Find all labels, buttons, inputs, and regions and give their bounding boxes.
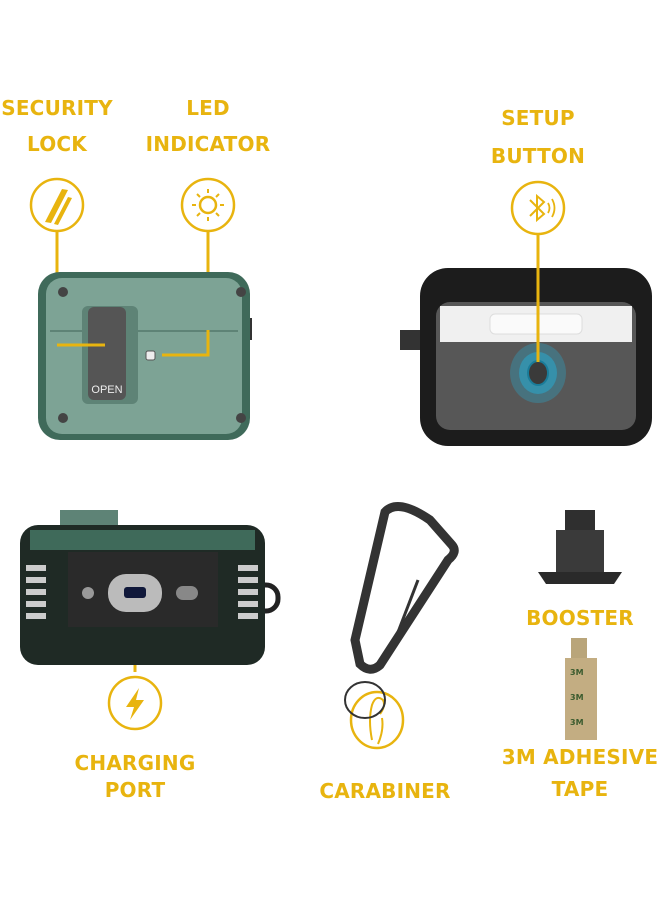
led-indicator-label-line2: INDICATOR [145, 132, 271, 156]
setup-button-label-line2: BUTTON [490, 144, 586, 168]
charging-port-label-line1: CHARGING [74, 751, 196, 775]
adhesive-tape-label-line2: TAPE [551, 777, 609, 801]
security-lock-icon [29, 177, 85, 233]
security-lock-label-line1: SECURITY [1, 96, 113, 120]
green-case-front: OPEN [38, 272, 252, 440]
lightning-icon [107, 675, 163, 731]
adhesive-tape-label-line1: 3M ADHESIVE [501, 745, 659, 769]
carabiner-label: CARABINER [319, 779, 451, 803]
case-bottom-view [20, 510, 281, 665]
charging-port-label-line2: PORT [104, 778, 166, 802]
booster-product [538, 510, 622, 584]
bluetooth-icon [510, 180, 566, 236]
black-case-back [400, 268, 652, 446]
tape-print-text: 3M [570, 668, 584, 677]
booster-label: BOOSTER [526, 606, 634, 630]
carabiner-product [344, 502, 459, 719]
sun-led-icon [180, 177, 236, 233]
led-indicator-label-line1: LED [186, 96, 230, 120]
adhesive-tape-product: 3M 3M 3M [565, 638, 597, 740]
carabiner-icon [349, 690, 405, 750]
setup-button-label-line1: SETUP [501, 106, 575, 130]
tape-print-text: 3M [570, 693, 584, 702]
open-label: OPEN [91, 384, 122, 396]
security-lock-label-line2: LOCK [26, 132, 87, 156]
tape-print-text: 3M [570, 718, 584, 727]
